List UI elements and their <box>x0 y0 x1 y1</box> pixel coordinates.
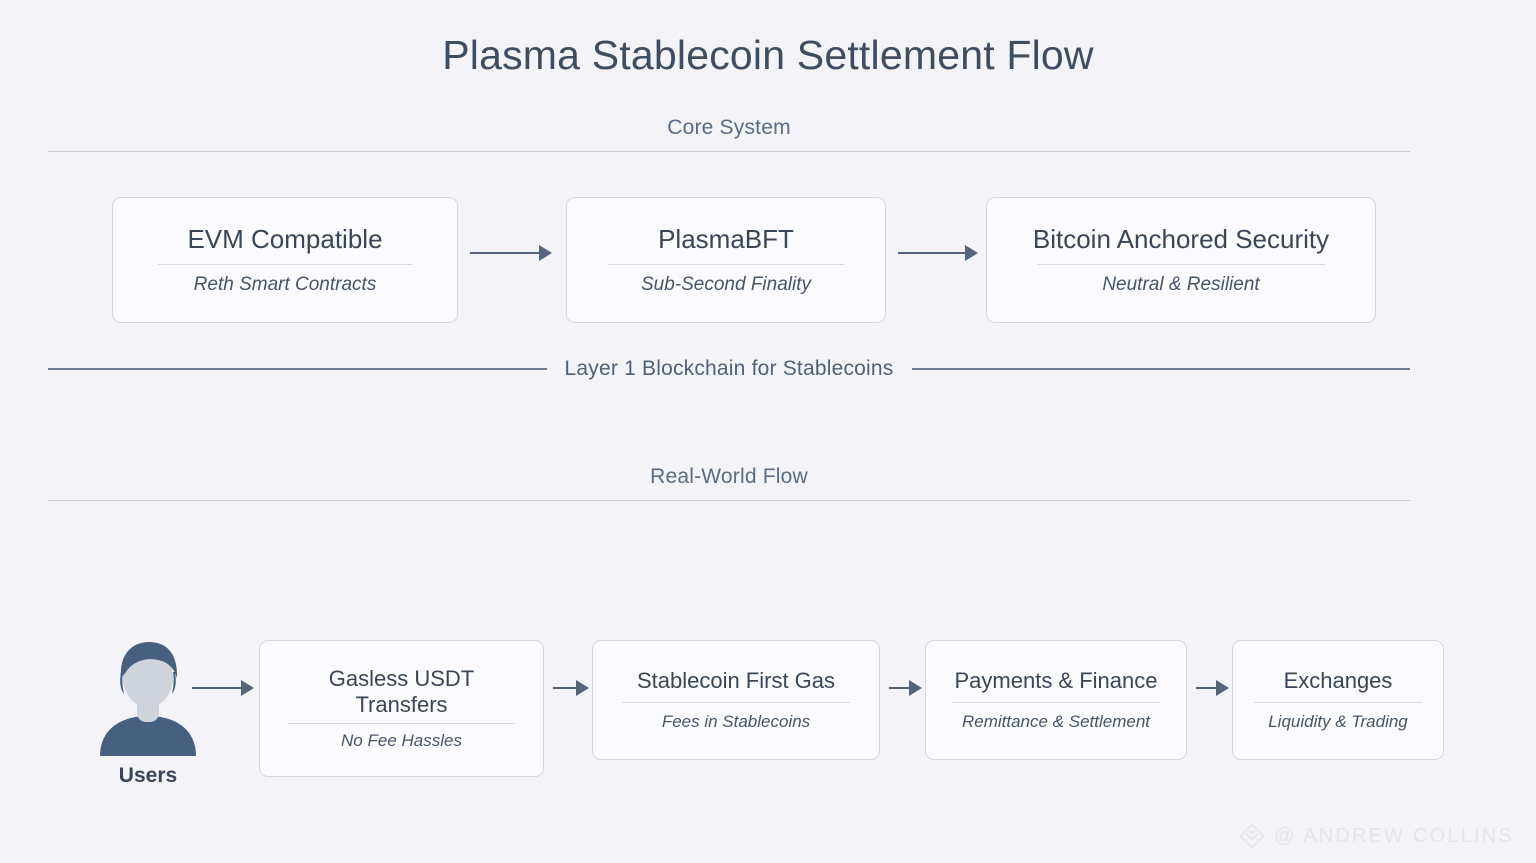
arrow-evm-to-plasmabft <box>470 245 552 261</box>
arrow-stablecoin-first-gas-to-payments-finance <box>889 680 922 696</box>
arrow-head-icon <box>539 245 552 261</box>
node-bitcoin-anchored-security[interactable]: Bitcoin Anchored Security Neutral & Resi… <box>986 197 1376 323</box>
section-rule-real-world-flow <box>48 500 1410 501</box>
arrow-head-icon <box>1216 680 1229 696</box>
node-subtitle: Neutral & Resilient <box>1102 273 1260 295</box>
section-rule-core-system <box>48 151 1410 152</box>
user-avatar-icon <box>100 642 196 756</box>
node-evm-compatible[interactable]: EVM Compatible Reth Smart Contracts <box>112 197 458 323</box>
node-title: Payments & Finance <box>954 667 1158 693</box>
node-exchanges[interactable]: Exchanges Liquidity & Trading <box>1232 640 1444 760</box>
section-label-real-world-flow: Real-World Flow <box>650 465 808 488</box>
arrow-shaft <box>192 687 241 689</box>
node-subtitle: Liquidity & Trading <box>1268 712 1408 732</box>
node-divider <box>952 702 1160 704</box>
arrow-head-icon <box>241 680 254 696</box>
section-divider-layer1: Layer 1 Blockchain for Stablecoins <box>48 357 1411 381</box>
arrow-users-to-gasless-usdt-transfers <box>192 680 254 696</box>
node-divider <box>621 702 851 704</box>
diamond-logo-icon <box>1239 823 1265 849</box>
watermark: @ ANDREW COLLINS <box>1239 823 1514 849</box>
section-header-real-world-flow: Real-World Flow <box>48 465 1410 501</box>
arrow-shaft <box>1196 687 1216 689</box>
arrow-plasmabft-to-bitcoin-anchored-security <box>898 245 978 261</box>
node-title: Exchanges <box>1283 667 1393 693</box>
node-gasless-usdt-transfers[interactable]: Gasless USDT Transfers No Fee Hassles <box>259 640 544 777</box>
watermark-text: @ ANDREW COLLINS <box>1274 824 1514 847</box>
arrow-shaft <box>553 687 576 689</box>
divider-rule-left <box>48 368 547 370</box>
section-label-layer1: Layer 1 Blockchain for Stablecoins <box>564 357 894 380</box>
node-payments-and-finance[interactable]: Payments & Finance Remittance & Settleme… <box>925 640 1187 760</box>
node-subtitle: Reth Smart Contracts <box>193 273 377 295</box>
node-title: Bitcoin Anchored Security <box>1032 224 1330 255</box>
actor-label-users: Users <box>118 764 178 787</box>
node-plasmabft[interactable]: PlasmaBFT Sub-Second Finality <box>566 197 886 323</box>
arrow-shaft <box>470 252 539 254</box>
node-stablecoin-first-gas[interactable]: Stablecoin First Gas Fees in Stablecoins <box>592 640 880 760</box>
arrow-gasless-to-stablecoin-first-gas <box>553 680 589 696</box>
node-divider <box>288 723 515 725</box>
node-title: PlasmaBFT <box>658 224 794 255</box>
node-divider <box>157 263 413 265</box>
arrow-shaft <box>898 252 965 254</box>
node-divider <box>1037 263 1325 265</box>
node-title: EVM Compatible <box>187 224 383 255</box>
divider-rule-right <box>911 368 1411 370</box>
actor-users[interactable]: Users <box>96 638 200 788</box>
arrow-head-icon <box>576 680 589 696</box>
node-subtitle: Fees in Stablecoins <box>661 712 811 732</box>
page-title: Plasma Stablecoin Settlement Flow <box>442 32 1094 78</box>
arrow-head-icon <box>909 680 922 696</box>
arrow-head-icon <box>965 245 978 261</box>
node-title: Gasless USDT Transfers <box>328 665 475 717</box>
node-divider <box>608 263 844 265</box>
arrow-payments-finance-to-exchanges <box>1196 680 1229 696</box>
node-divider <box>1254 702 1422 704</box>
node-subtitle: Sub-Second Finality <box>640 273 812 295</box>
node-subtitle: Remittance & Settlement <box>961 712 1151 732</box>
node-subtitle: No Fee Hassles <box>341 731 462 751</box>
section-label-core-system: Core System <box>667 116 791 139</box>
node-title: Stablecoin First Gas <box>636 667 836 693</box>
section-header-core-system: Core System <box>48 116 1410 152</box>
arrow-shaft <box>889 687 909 689</box>
